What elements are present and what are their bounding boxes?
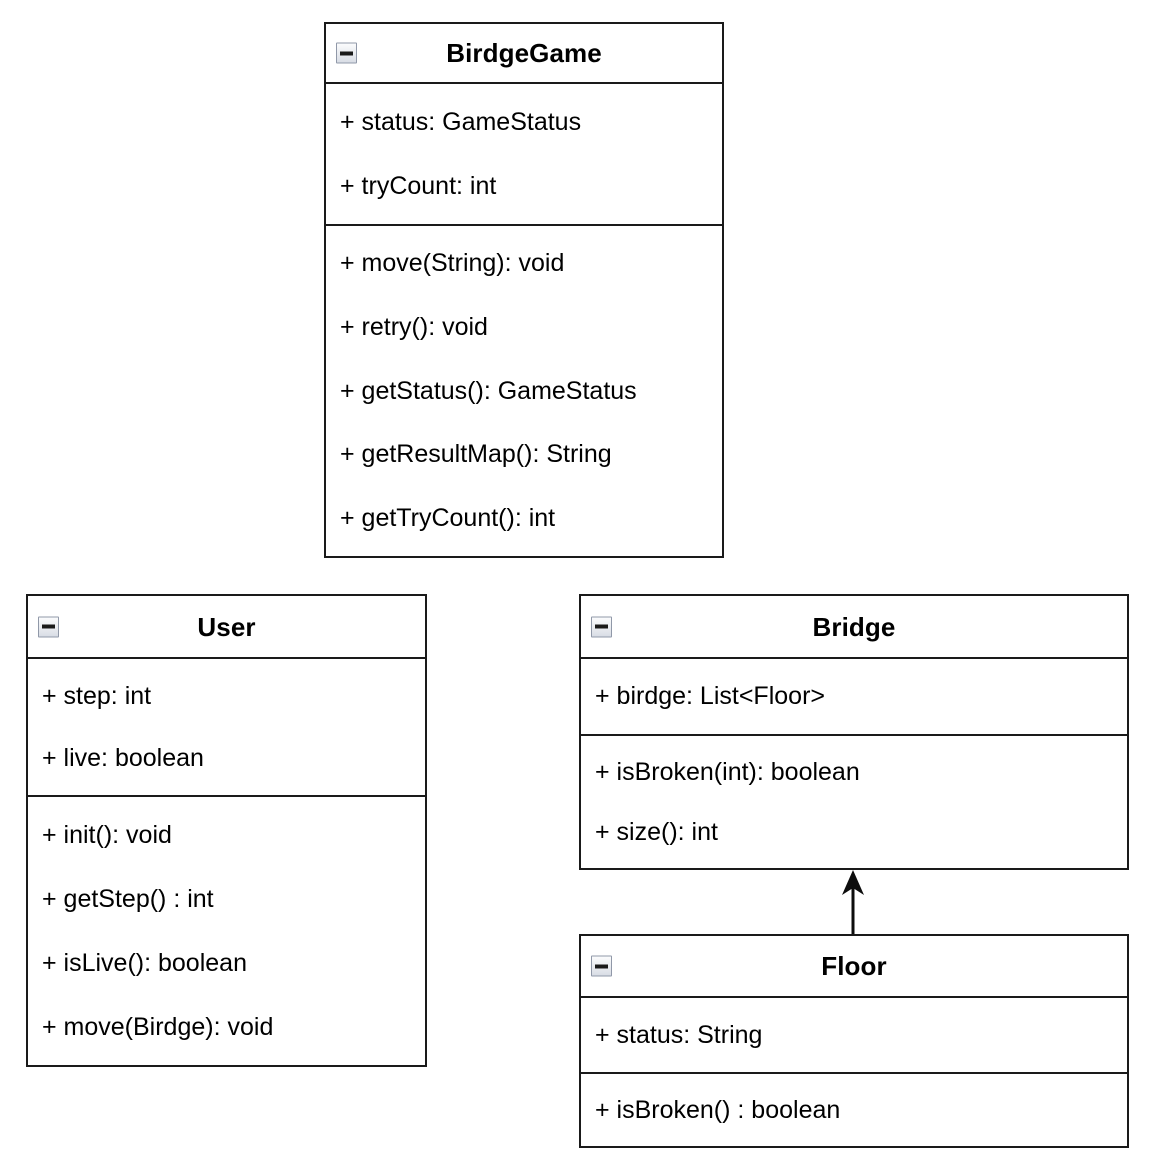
minus-bar: [595, 964, 608, 968]
method-row: + isBroken() : boolean: [595, 1095, 841, 1124]
class-header-floor: Floor: [581, 936, 1127, 998]
attribute-row: + birdge: List<Floor>: [595, 682, 825, 711]
attributes-compartment-birdgegame: + status: GameStatus + tryCount: int: [326, 84, 722, 224]
attribute-row: + status: GameStatus: [340, 107, 582, 136]
minus-bar: [42, 624, 55, 629]
attribute-row: + status: String: [595, 1020, 763, 1049]
class-header-user: User: [28, 596, 425, 659]
class-header-birdgegame: BirdgeGame: [326, 24, 722, 84]
class-box-floor[interactable]: Floor + status: String + isBroken() : bo…: [579, 934, 1129, 1148]
attributes-compartment-bridge: + birdge: List<Floor>: [581, 659, 1127, 734]
attribute-row: + live: boolean: [42, 743, 204, 772]
class-name-bridge: Bridge: [812, 611, 896, 642]
connector-line: [851, 884, 855, 934]
collapse-minus-icon[interactable]: [336, 42, 357, 64]
generalization-floor-to-bridge: [828, 870, 878, 934]
methods-compartment-birdgegame: + move(String): void + retry(): void + g…: [326, 224, 722, 556]
class-name-user: User: [197, 611, 256, 642]
minus-bar: [340, 51, 353, 55]
arrowhead-icon: [839, 870, 867, 901]
method-row: + isBroken(int): boolean: [595, 757, 860, 786]
attribute-row: + step: int: [42, 681, 152, 710]
class-name-birdgegame: BirdgeGame: [446, 38, 602, 68]
collapse-minus-icon[interactable]: [591, 955, 612, 977]
method-row: + move(Birdge): void: [42, 1012, 274, 1041]
method-row: + getTryCount(): int: [340, 503, 556, 532]
attribute-row: + tryCount: int: [340, 171, 497, 200]
collapse-minus-icon[interactable]: [38, 616, 59, 637]
method-row: + getResultMap(): String: [340, 440, 612, 469]
method-row: + isLive(): boolean: [42, 948, 247, 977]
method-row: + getStatus(): GameStatus: [340, 376, 637, 405]
methods-compartment-bridge: + isBroken(int): boolean + size(): int: [581, 734, 1127, 868]
method-row: + retry(): void: [340, 313, 488, 342]
attributes-compartment-user: + step: int + live: boolean: [28, 659, 425, 795]
collapse-minus-icon[interactable]: [591, 616, 612, 637]
class-box-user[interactable]: User + step: int + live: boolean + init(…: [26, 594, 427, 1067]
method-row: + getStep() : int: [42, 884, 214, 913]
methods-compartment-floor: + isBroken() : boolean: [581, 1072, 1127, 1146]
method-row: + init(): void: [42, 820, 172, 849]
minus-bar: [595, 624, 608, 629]
class-box-bridge[interactable]: Bridge + birdge: List<Floor> + isBroken(…: [579, 594, 1129, 870]
methods-compartment-user: + init(): void + getStep() : int + isLiv…: [28, 795, 425, 1065]
attributes-compartment-floor: + status: String: [581, 998, 1127, 1072]
method-row: + size(): int: [595, 817, 718, 846]
class-name-floor: Floor: [821, 951, 887, 981]
class-box-birdgegame[interactable]: BirdgeGame + status: GameStatus + tryCou…: [324, 22, 724, 558]
class-header-bridge: Bridge: [581, 596, 1127, 659]
method-row: + move(String): void: [340, 249, 565, 278]
